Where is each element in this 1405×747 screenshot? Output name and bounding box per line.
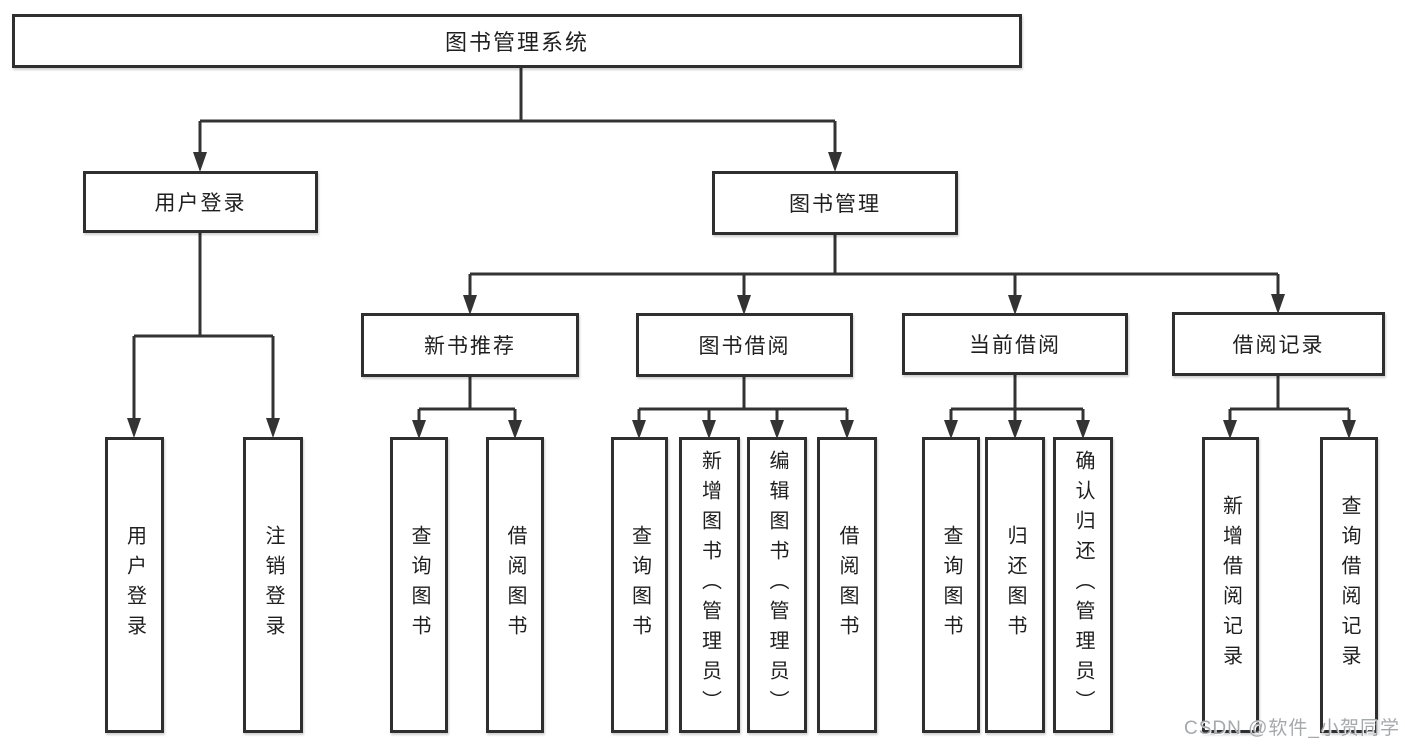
node-label: 当前借阅	[969, 334, 1061, 357]
leaf-return-book: 归还图书	[985, 437, 1045, 733]
connector-root-to-level2	[193, 68, 842, 172]
node-label: 查询图书	[408, 525, 430, 645]
leaf-edit-book-admin: 编辑图书（管理员）	[747, 437, 807, 733]
leaf-query-books-recommend: 查询图书	[390, 437, 448, 733]
node-label: 注销登录	[262, 525, 284, 645]
leaf-borrow-books: 借阅图书	[817, 437, 877, 733]
leaf-user-login: 用户登录	[105, 437, 164, 733]
leaf-logout: 注销登录	[243, 437, 303, 733]
connector-user-login-to-leaves	[127, 233, 280, 438]
watermark: CSDN @软件_小贺同学	[1184, 718, 1400, 739]
leaf-confirm-return-admin: 确认归还（管理员）	[1053, 437, 1113, 733]
node-label: 图书管理系统	[444, 30, 589, 55]
node-label: 借阅图书	[504, 525, 526, 645]
node-label: 新书推荐	[424, 335, 516, 358]
node-current-borrowing: 当前借阅	[902, 313, 1128, 375]
node-new-book-recommend: 新书推荐	[361, 313, 579, 377]
node-label: 新增图书（管理员）	[698, 450, 721, 720]
leaf-query-books-borrow: 查询图书	[611, 437, 668, 733]
node-label: 确认归还（管理员）	[1072, 450, 1094, 720]
node-book-management: 图书管理	[712, 171, 958, 235]
node-label: 查询图书	[628, 525, 651, 645]
node-label: 图书管理	[789, 193, 881, 216]
connector-new-book-to-leaves	[412, 377, 522, 439]
leaf-add-book-admin: 新增图书（管理员）	[679, 437, 740, 733]
connector-book-borrow-to-leaves	[632, 377, 854, 439]
node-library-management-system: 图书管理系统	[12, 14, 1022, 68]
connector-current-borrow-to-leaves	[944, 375, 1090, 439]
node-label: 用户登录	[123, 525, 146, 645]
node-label: 借阅记录	[1232, 334, 1325, 357]
node-book-borrowing: 图书借阅	[636, 313, 853, 377]
node-label: 归还图书	[1004, 525, 1026, 645]
node-label: 查询借阅记录	[1338, 495, 1360, 675]
leaf-add-borrow-record: 新增借阅记录	[1202, 437, 1259, 733]
leaf-query-borrow-record: 查询借阅记录	[1320, 437, 1378, 733]
node-borrowing-records: 借阅记录	[1172, 312, 1385, 376]
node-label: 查询图书	[940, 525, 962, 645]
node-label: 借阅图书	[836, 525, 858, 645]
node-label: 新增借阅记录	[1219, 495, 1242, 675]
leaf-query-books-current: 查询图书	[922, 437, 980, 733]
node-user-login: 用户登录	[83, 171, 318, 233]
connector-book-mgmt-to-level3	[463, 235, 1285, 315]
node-label: 编辑图书（管理员）	[766, 450, 788, 720]
leaf-borrow-books-recommend: 借阅图书	[486, 437, 544, 733]
connector-borrow-records-to-leaves	[1223, 376, 1356, 439]
node-label: 用户登录	[154, 192, 247, 215]
node-label: 图书借阅	[698, 335, 791, 358]
